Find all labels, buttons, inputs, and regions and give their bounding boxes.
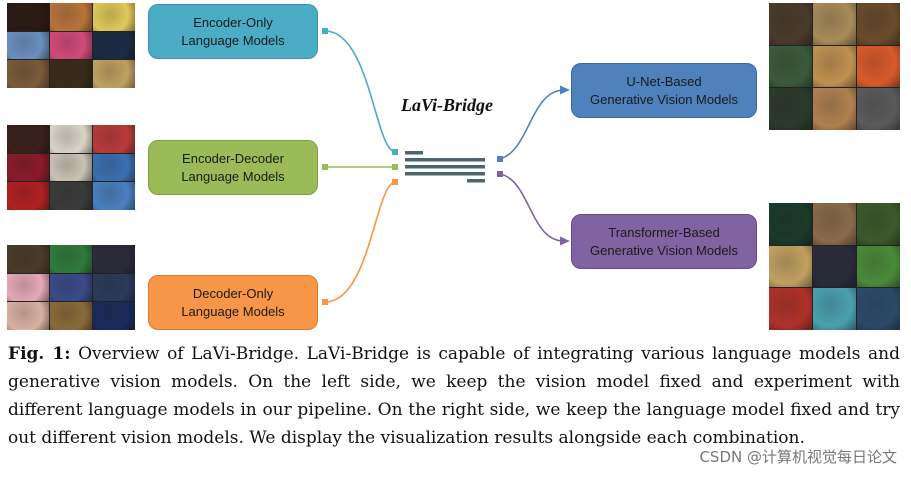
thumbnail-image — [7, 273, 49, 302]
bridge-icon — [405, 151, 485, 183]
bridge-title: LaVi-Bridge — [400, 95, 493, 115]
thumbnail-image — [813, 288, 856, 330]
decoder-only-label-2: Language Models — [181, 303, 285, 319]
thumbnail-grid-encoder-only — [7, 3, 135, 88]
thumbnail-image — [769, 203, 812, 245]
thumbnail-image — [769, 88, 812, 130]
thumbnail-image — [50, 3, 92, 31]
thumbnail-image — [93, 302, 135, 330]
thumbnail-image — [7, 60, 49, 88]
transformer-label-2: Generative Vision Models — [590, 242, 738, 258]
unet-label-1: U-Net-Based — [626, 73, 702, 89]
encoder-only-label-1: Encoder-Only — [193, 14, 273, 30]
thumbnail-image — [7, 182, 49, 210]
thumbnail-grid-decoder-only — [7, 245, 135, 330]
thumbnail-image — [50, 31, 92, 60]
unet-box: U-Net-Based Generative Vision Models — [571, 63, 757, 118]
encoder-decoder-box: Encoder-Decoder Language Models — [148, 140, 318, 195]
thumbnail-image — [813, 88, 856, 130]
thumbnail-image — [857, 245, 900, 288]
thumbnail-image — [50, 60, 92, 88]
thumbnail-image — [93, 182, 135, 210]
thumbnail-image — [857, 288, 900, 330]
thumbnail-image — [50, 302, 92, 330]
thumbnail-image — [857, 45, 900, 88]
thumbnail-grid-unet — [769, 3, 900, 130]
thumbnail-image — [769, 3, 812, 45]
thumbnail-image — [857, 203, 900, 245]
transformer-label-1: Transformer-Based — [608, 224, 720, 240]
link-unet — [499, 89, 564, 160]
thumbnail-image — [857, 88, 900, 130]
watermark: CSDN @计算机视觉每日论文 — [697, 446, 899, 467]
thumbnail-image — [93, 60, 135, 88]
thumbnail-image — [813, 203, 856, 245]
thumbnail-image — [813, 245, 856, 288]
thumbnail-image — [93, 125, 135, 153]
thumbnail-image — [7, 245, 49, 273]
thumbnail-grid-encoder-decoder — [7, 125, 135, 210]
encoder-only-label-2: Language Models — [181, 32, 285, 48]
encoder-decoder-label-1: Encoder-Decoder — [182, 150, 284, 166]
thumbnail-image — [50, 153, 92, 182]
overview-figure: Encoder-Only Language Models Encoder-Dec… — [7, 3, 900, 330]
thumbnail-image — [769, 45, 812, 88]
thumbnail-image — [769, 245, 812, 288]
thumbnail-image — [813, 45, 856, 88]
thumbnail-image — [7, 302, 49, 330]
link-transformer — [499, 173, 564, 242]
thumbnail-image — [857, 3, 900, 45]
thumbnail-grid-transformer — [769, 203, 900, 330]
caption-text: Overview of LaVi-Bridge. LaVi-Bridge is … — [8, 344, 900, 448]
caption-label: Fig. 1: — [8, 344, 71, 364]
thumbnail-image — [93, 3, 135, 31]
thumbnail-image — [7, 3, 49, 31]
thumbnail-image — [7, 31, 49, 60]
thumbnail-image — [7, 125, 49, 153]
thumbnail-image — [93, 273, 135, 302]
connection-lines — [322, 28, 570, 305]
thumbnail-image — [7, 153, 49, 182]
thumbnail-image — [50, 245, 92, 273]
decoder-only-label-1: Decoder-Only — [192, 285, 274, 301]
encoder-only-box: Encoder-Only Language Models — [148, 4, 318, 59]
link-decoder-only — [324, 181, 396, 303]
transformer-box: Transformer-Based Generative Vision Mode… — [571, 214, 757, 269]
thumbnail-image — [93, 153, 135, 182]
thumbnail-image — [50, 125, 92, 153]
decoder-only-box: Decoder-Only Language Models — [148, 275, 318, 330]
thumbnail-image — [93, 245, 135, 273]
thumbnail-image — [93, 31, 135, 60]
encoder-decoder-label-2: Language Models — [181, 168, 285, 184]
figure-caption: Fig. 1: Overview of LaVi-Bridge. LaVi-Br… — [8, 340, 900, 452]
link-encoder-only — [324, 30, 396, 153]
thumbnail-image — [769, 288, 812, 330]
unet-label-2: Generative Vision Models — [590, 91, 738, 107]
thumbnail-image — [813, 3, 856, 45]
thumbnail-image — [50, 273, 92, 302]
thumbnail-image — [50, 182, 92, 210]
